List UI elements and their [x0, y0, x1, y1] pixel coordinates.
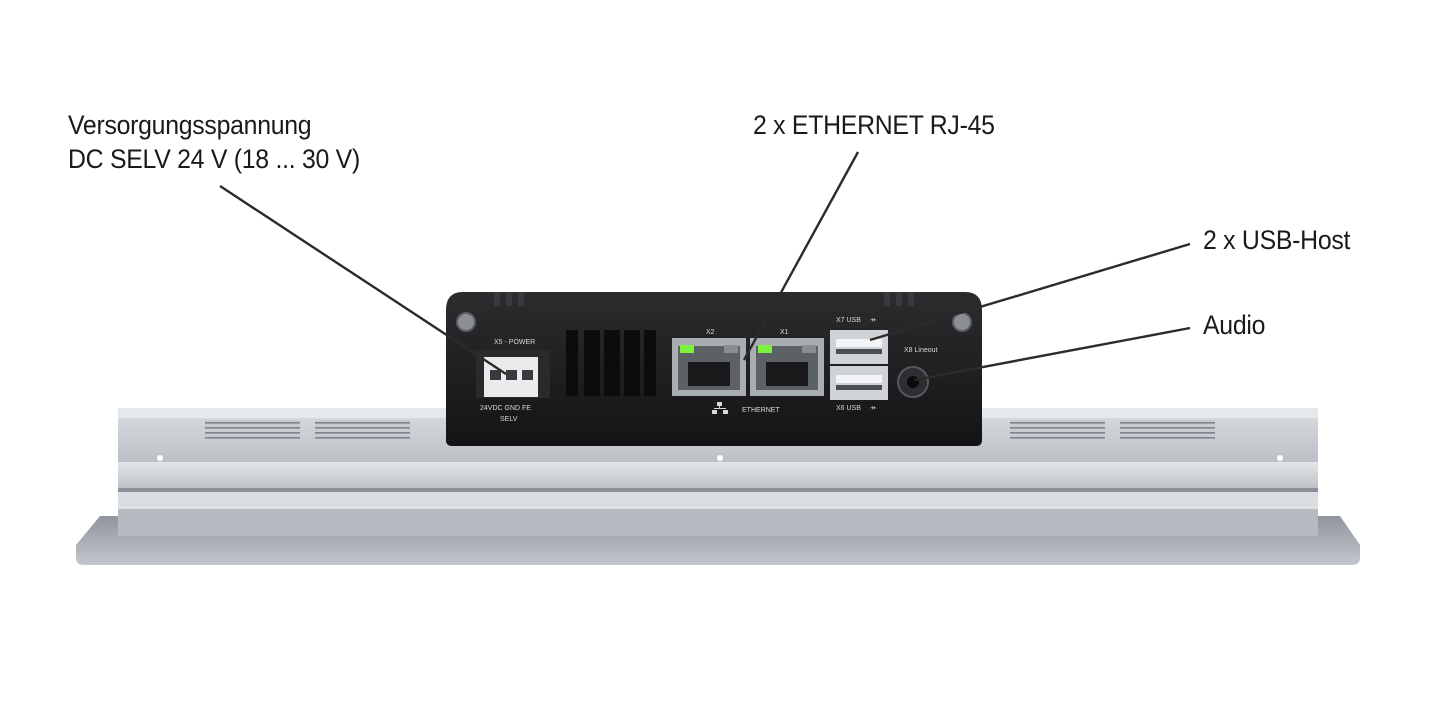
panel-bezel	[76, 506, 1360, 565]
power-pins-label: 24VDC GND FE	[480, 405, 531, 412]
vent-right-2	[1120, 420, 1215, 442]
usb-x7-label: X7 USB	[836, 317, 861, 324]
leader-lines	[219, 151, 1191, 382]
panel-frame	[118, 462, 1318, 506]
power-callout-line2: DC SELV 24 V (18 ... 30 V)	[68, 144, 360, 174]
vent-left-2	[315, 420, 410, 442]
usb-leader-line	[869, 242, 1191, 342]
eth-x1-label: X1	[780, 329, 789, 336]
audio-leader-line	[913, 326, 1191, 382]
power-leader-line	[219, 184, 507, 376]
audio-x8-label: X8 Lineout	[904, 347, 938, 354]
power-callout: Versorgungsspannung DC SELV 24 V (18 ...…	[68, 108, 360, 176]
ethernet-port-x2: X2	[672, 329, 746, 396]
ethernet-leader-line	[742, 151, 860, 361]
eth-x2-label: X2	[706, 329, 715, 336]
usb-x6-label: X6 USB	[836, 405, 861, 412]
vent-left-1	[205, 420, 300, 442]
usb-icon-bottom: ⇸	[870, 405, 876, 412]
power-connector: X5 - POWER 24VDC GND FE SELV	[476, 339, 550, 423]
card-slots	[566, 330, 656, 396]
vent-right-1	[1010, 420, 1105, 442]
screw-right	[952, 312, 972, 332]
selv-label: SELV	[500, 416, 518, 423]
audio-callout: Audio	[1203, 310, 1266, 340]
ethernet-callout: 2 x ETHERNET RJ-45	[753, 110, 995, 140]
network-icon	[712, 402, 728, 414]
ethernet-label: ETHERNET	[742, 407, 780, 414]
screw-left	[456, 312, 476, 332]
usb-icon-top: ⇸	[870, 317, 876, 324]
ethernet-port-x1: X1	[750, 329, 824, 396]
usb-ports: X7 USB ⇸ X6 USB ⇸	[830, 317, 888, 412]
usb-callout: 2 x USB-Host	[1203, 225, 1351, 255]
power-port-label: X5 - POWER	[494, 339, 535, 346]
power-callout-line1: Versorgungsspannung	[68, 110, 312, 140]
